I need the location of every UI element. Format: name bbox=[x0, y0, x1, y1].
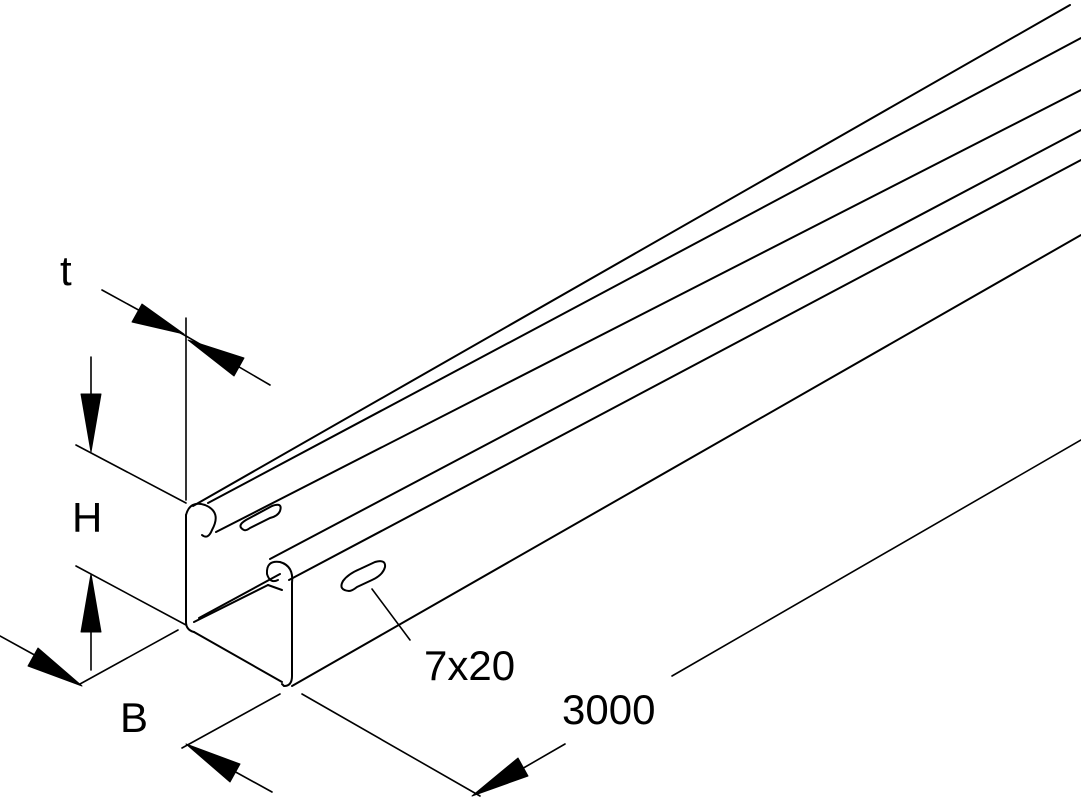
height-label: H bbox=[72, 494, 102, 541]
inner-right-wall bbox=[267, 584, 283, 591]
edge-4 bbox=[269, 129, 1081, 560]
edge-2 bbox=[207, 37, 1081, 504]
t-arrow-lower bbox=[187, 339, 245, 377]
edge-3 bbox=[215, 89, 1081, 533]
edge-1 bbox=[192, 4, 1071, 507]
b-leader-right bbox=[231, 769, 273, 793]
dimension-length: 3000 bbox=[301, 439, 1081, 797]
right-wall bbox=[281, 582, 293, 687]
right-lip bbox=[265, 560, 294, 584]
slot-top bbox=[239, 503, 282, 532]
duct-length-edges bbox=[192, 4, 1081, 687]
dimension-t: t bbox=[60, 247, 271, 501]
t-arrow-upper bbox=[131, 303, 185, 335]
h-arrow-top bbox=[80, 393, 102, 453]
slot-leader bbox=[371, 588, 411, 641]
dimension-b: B bbox=[0, 629, 281, 793]
b-leader-left bbox=[0, 635, 41, 659]
length-label: 3000 bbox=[562, 686, 655, 733]
slot-side bbox=[340, 560, 387, 592]
width-label: B bbox=[120, 694, 148, 741]
inner-floor-edge bbox=[193, 584, 269, 623]
b-arrow-left bbox=[27, 647, 83, 687]
slot-label: 7x20 bbox=[424, 642, 515, 689]
b-ext-right bbox=[181, 693, 281, 749]
slots bbox=[239, 503, 387, 592]
h-ext-top bbox=[75, 444, 187, 504]
dimension-h: H bbox=[72, 356, 187, 671]
length-ext-rear bbox=[671, 439, 1081, 677]
edge-5 bbox=[288, 159, 1081, 581]
b-ext-left bbox=[79, 629, 179, 685]
left-wall bbox=[185, 514, 195, 633]
left-lip bbox=[185, 502, 217, 538]
edge-6 bbox=[291, 234, 1081, 687]
bottom-front-edge bbox=[193, 631, 283, 683]
edge-inner bbox=[198, 573, 281, 619]
length-arrow bbox=[471, 757, 529, 797]
duct-profile bbox=[185, 502, 294, 687]
slot-callout: 7x20 bbox=[371, 588, 515, 689]
h-ext-bottom bbox=[75, 565, 187, 626]
length-leader bbox=[519, 743, 566, 771]
thickness-label: t bbox=[60, 247, 72, 294]
b-arrow-right bbox=[185, 743, 241, 783]
length-ext-front bbox=[301, 693, 481, 797]
h-arrow-bottom bbox=[80, 573, 102, 633]
